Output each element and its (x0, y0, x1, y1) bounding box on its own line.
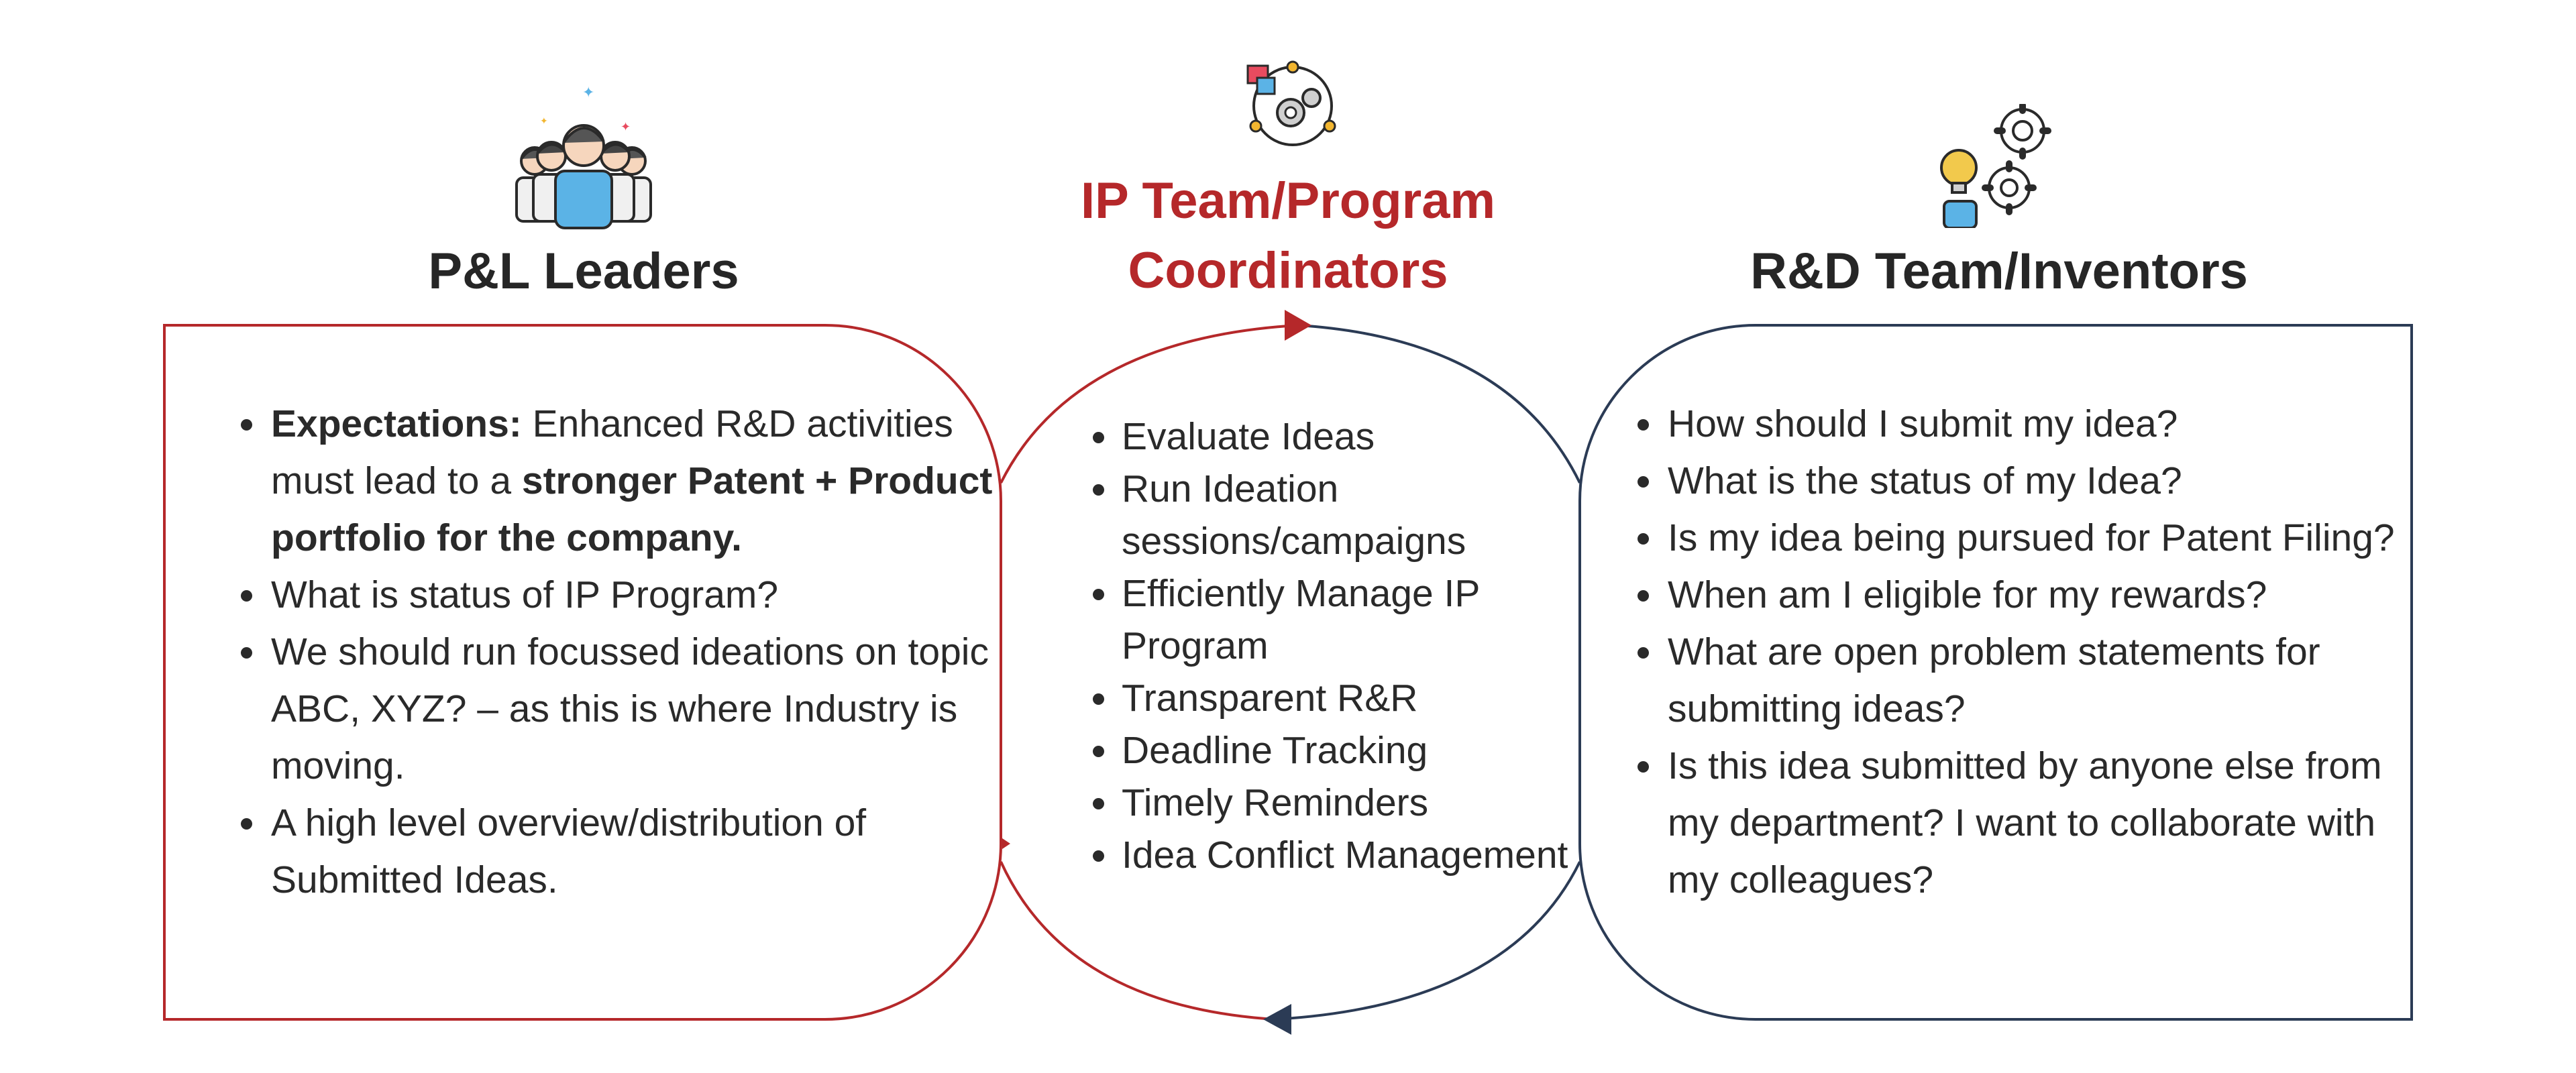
svg-text:✦: ✦ (540, 115, 548, 126)
list-item: We should run focussed ideations on topi… (268, 624, 1026, 795)
list-item: What are open problem statements for sub… (1665, 624, 2423, 738)
right-title: R&D Team/Inventors (1750, 243, 2248, 300)
arc-bottom-right (1274, 861, 1581, 1021)
list-item: Idea Conflict Management (1120, 829, 1590, 881)
center-title: IP Team/Program Coordinators (993, 166, 1583, 306)
left-title: P&L Leaders (428, 243, 739, 300)
list-item: When am I eligible for my rewards? (1665, 567, 2423, 624)
center-list: Evaluate Ideas Run Ideation sessions/cam… (1077, 410, 1590, 881)
list-item: How should I submit my idea? (1665, 396, 2423, 453)
arrowhead-top (1285, 310, 1311, 341)
left-panel-list: Expectations: Enhanced R&D activities mu… (225, 396, 1026, 909)
center-title-line1: IP Team/Program (1080, 172, 1496, 229)
arrowhead-left-tick (1002, 838, 1010, 849)
right-panel-border (1578, 324, 2413, 1021)
inventor-lightbulb-gears-icon (1940, 104, 2051, 228)
list-item: Is my idea being pursued for Patent Fili… (1665, 510, 2423, 567)
list-item: Deadline Tracking (1120, 724, 1590, 777)
list-item: Expectations: Enhanced R&D activities mu… (268, 396, 1026, 567)
arc-bottom-left (1000, 861, 1275, 1021)
list-item: Evaluate Ideas (1120, 410, 1590, 463)
svg-text:✦: ✦ (582, 84, 594, 101)
svg-text:✦: ✦ (621, 120, 631, 133)
list-item: Timely Reminders (1120, 777, 1590, 829)
list-item: Is this idea submitted by anyone else fr… (1665, 738, 2423, 909)
list-item: Transparent R&R (1120, 672, 1590, 724)
arrowhead-bottom (1263, 1004, 1291, 1035)
arc-top-left (1000, 324, 1299, 484)
list-item: Efficiently Manage IP Program (1120, 567, 1590, 672)
center-title-line2: Coordinators (1128, 242, 1448, 299)
left-panel-border (163, 324, 1002, 1021)
list-item: Run Ideation sessions/campaigns (1120, 463, 1590, 567)
team-people-icon: ✦ ✦ ✦ (515, 84, 652, 229)
team-puzzle-gears-icon (1246, 60, 1336, 146)
right-panel-list: How should I submit my idea? What is the… (1622, 396, 2423, 909)
list-item: A high level overview/distribution of Su… (268, 795, 1026, 909)
list-item: What is status of IP Program? (268, 567, 1026, 624)
arc-top-right (1297, 324, 1581, 484)
list-item: What is the status of my Idea? (1665, 453, 2423, 510)
